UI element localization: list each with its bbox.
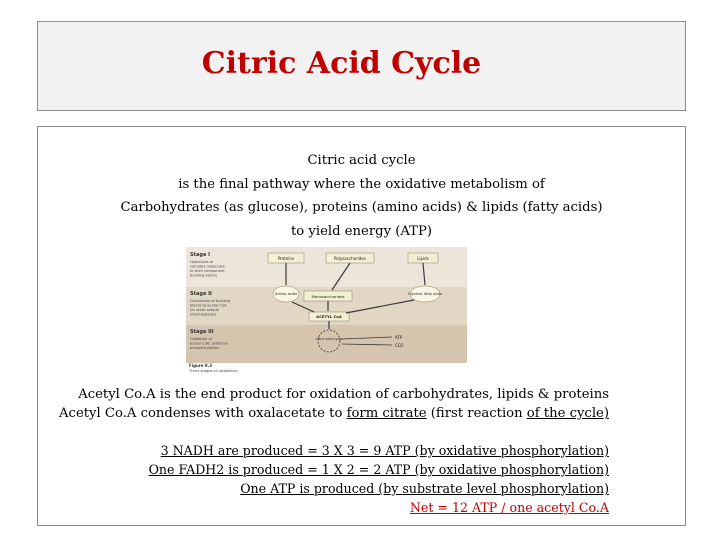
stage3-label: Stage III <box>190 329 214 335</box>
stage2-desc: Conversion of building blocks to acetyl … <box>190 299 231 317</box>
lipids-label: Lipids <box>417 256 429 261</box>
citric-cycle-circle <box>317 329 341 353</box>
content-panel: Citric acid cycle is the final pathway w… <box>37 126 686 526</box>
acetyl-coa-text: Acetyl Co.A is the end product for oxida… <box>59 385 609 423</box>
acetyl-line-2: Acetyl Co.A condenses with oxalacetate t… <box>59 404 609 423</box>
stage1-label: Stage I <box>190 252 210 258</box>
intro-text: Citric acid cycle is the final pathway w… <box>38 149 685 243</box>
cycle-label: Citric acid cycle <box>316 337 343 341</box>
slide-title: Citric Acid Cycle <box>201 46 482 81</box>
atp-line-nadh: 3 NADH are produced = 3 X 3 = 9 ATP (by … <box>160 443 609 458</box>
atp-yield-list: 3 NADH are produced = 3 X 3 = 9 ATP (by … <box>149 441 609 517</box>
atp-line-fadh2: One FADH2 is produced = 1 X 2 = 2 ATP (b… <box>148 462 609 477</box>
glycerol-label: Glycerol, fatty acids <box>408 292 442 296</box>
stage3-desc: Oxidation of acetyl CoA; oxidative phosp… <box>190 337 229 350</box>
form-citrate-text: form citrate <box>346 406 427 421</box>
stage2-label: Stage II <box>190 291 212 297</box>
amino-acids-oval <box>272 285 300 303</box>
acetyl-line-1: Acetyl Co.A is the end product for oxida… <box>78 387 609 402</box>
polysaccharides-box <box>325 252 375 264</box>
intro-line-2: is the final pathway where the oxidative… <box>178 176 545 192</box>
figure-caption: Figure 8.3 <box>189 363 212 368</box>
stage3-band <box>186 325 467 363</box>
atp-output-label: ATP <box>395 335 403 340</box>
co2-output-label: CO2 <box>395 343 404 348</box>
monosaccharides-label: Monosaccharides <box>312 294 345 299</box>
figure-caption-sub: Three stages of catabolism. <box>188 369 239 373</box>
amino-acids-label: Amino acids <box>275 292 297 296</box>
intro-line-1: Citric acid cycle <box>307 153 416 168</box>
of-the-cycle-text: of the cycle) <box>526 406 609 421</box>
atp-line-substrate: One ATP is produced (by substrate level … <box>240 481 609 496</box>
title-panel: Citric Acid Cycle <box>37 21 686 111</box>
acetyl-line-2-c: (first reaction <box>426 406 527 421</box>
stage1-desc: Hydrolysis of complex molecules to their… <box>190 260 226 278</box>
proteins-label: Proteins <box>278 256 294 261</box>
glycerol-oval <box>409 285 441 303</box>
acetyl-line-2-a: Acetyl Co.A condenses with oxalacetate t… <box>59 406 347 421</box>
polysaccharides-label: Polysaccharides <box>334 256 366 261</box>
acetyl-coa-label: ACETYL CoA <box>316 314 342 319</box>
atp-net-total: Net = 12 ATP / one acetyl Co.A <box>409 500 609 515</box>
intro-line-4: to yield energy (ATP) <box>290 223 432 239</box>
intro-line-3: Carbohydrates (as glucose), proteins (am… <box>120 200 603 215</box>
catabolism-stages-figure: Stage I Hydrolysis of complex molecules … <box>186 247 467 375</box>
